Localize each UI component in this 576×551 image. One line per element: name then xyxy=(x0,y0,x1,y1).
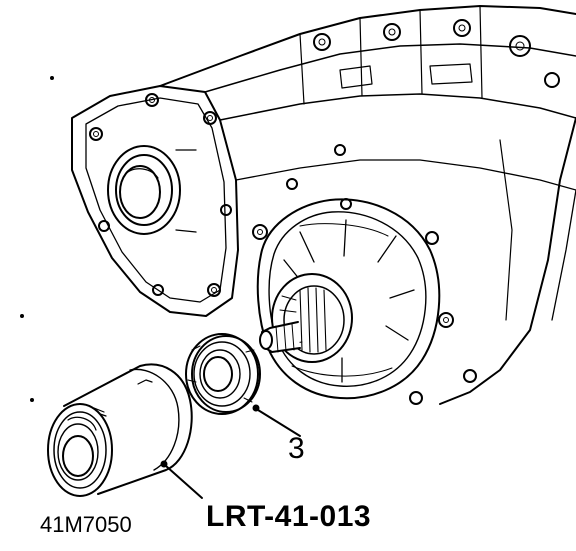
tool-number-label: LRT-41-013 xyxy=(206,500,372,533)
seal-installer-tool xyxy=(47,363,193,497)
callout-leader xyxy=(257,409,301,437)
figure-code-label: 41M7050 xyxy=(40,512,132,537)
transfer-case-housing xyxy=(71,5,576,405)
oil-seal xyxy=(185,333,261,415)
tool-leader xyxy=(165,465,203,499)
callout-number-label: 3 xyxy=(288,432,305,465)
